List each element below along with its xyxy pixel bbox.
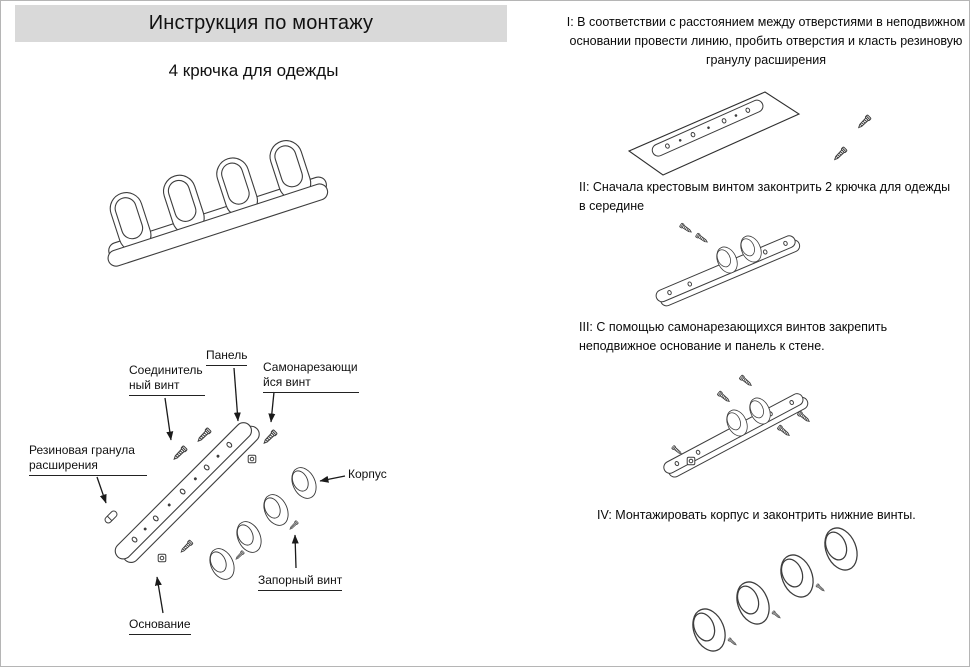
- square-nut-part-2: [157, 553, 167, 563]
- self-tapping-screw-part-3: [796, 410, 812, 424]
- mounting-plate: [114, 422, 260, 564]
- locking-screw-part-3: [727, 637, 738, 647]
- step-2-diagram: [655, 222, 801, 307]
- title-bar: Инструкция по монтажу: [15, 5, 507, 42]
- hook-4: [269, 140, 312, 200]
- page-title: Инструкция по монтажу: [148, 12, 374, 34]
- rail-front-face: [107, 183, 329, 267]
- hook-body-part-3: [730, 576, 776, 630]
- rubber-granule-part: [103, 509, 119, 525]
- hook-body-part-4: [204, 544, 240, 584]
- base-screw-part: [178, 539, 194, 555]
- label-self-tapping-screw: Самонарезающийся винт: [263, 360, 359, 393]
- wall-board: [627, 91, 801, 176]
- step-3-diagram: [663, 374, 812, 478]
- label-rubber-granule: Резиновая гранула расширения: [29, 443, 147, 476]
- cross-screw-part: [678, 222, 693, 235]
- square-nut-part: [686, 456, 696, 466]
- label-base: Основание: [129, 617, 191, 635]
- locking-screw-part-1: [815, 583, 826, 593]
- label-body: Корпус: [348, 467, 387, 481]
- screw-part-2: [856, 114, 872, 130]
- step-4-diagram: [686, 522, 864, 657]
- hook-body-part-1: [818, 522, 864, 576]
- square-nut-part: [247, 454, 257, 464]
- connecting-screw-part-2: [171, 445, 188, 462]
- step-4-text: IV: Монтажировать корпус и законтрить ни…: [597, 508, 916, 522]
- exploded-view-diagram: [96, 367, 346, 614]
- cross-screw-part-2: [694, 232, 709, 245]
- self-tapping-screw-part-2: [716, 390, 732, 404]
- self-tapping-screw-part-4: [776, 424, 792, 438]
- locking-screw-part-2: [771, 610, 782, 620]
- hook-body-part-2: [774, 549, 820, 603]
- assembled-hooks-diagram: [107, 140, 329, 267]
- step-3-text: III: С помощью самонарезающихся винтов з…: [579, 320, 888, 353]
- base-plate: [651, 99, 764, 157]
- hook-body-part-1: [286, 463, 322, 503]
- label-locking-screw: Запорный винт: [258, 573, 343, 591]
- label-connecting-screw: Соединительный винт: [129, 363, 205, 396]
- step-1-diagram: [627, 91, 872, 176]
- step-1-text: I: В соответствии с расстоянием между от…: [566, 15, 966, 67]
- screw-part: [832, 146, 848, 162]
- callout-arrows: [96, 367, 346, 614]
- self-tapping-screw-part: [261, 429, 278, 446]
- hook-3: [216, 157, 258, 218]
- self-tapping-screw-part: [738, 374, 754, 388]
- locking-screw-part: [288, 520, 299, 531]
- hook-body-part-3: [231, 517, 267, 557]
- connecting-screw-part: [195, 427, 212, 444]
- exploded-view-section: Панель Соединительный винт Самонарезающи…: [1, 336, 506, 666]
- hook-body-part-4: [686, 603, 732, 657]
- screw-part-small: [671, 444, 683, 456]
- label-panel: Панель: [206, 348, 248, 366]
- locking-screw-part-2: [234, 550, 245, 561]
- hook-body-part-2: [258, 490, 294, 530]
- page-subtitle: 4 крючка для одежды: [168, 61, 339, 80]
- step-2-text: II: Сначала крестовым винтом законтрить …: [579, 180, 951, 213]
